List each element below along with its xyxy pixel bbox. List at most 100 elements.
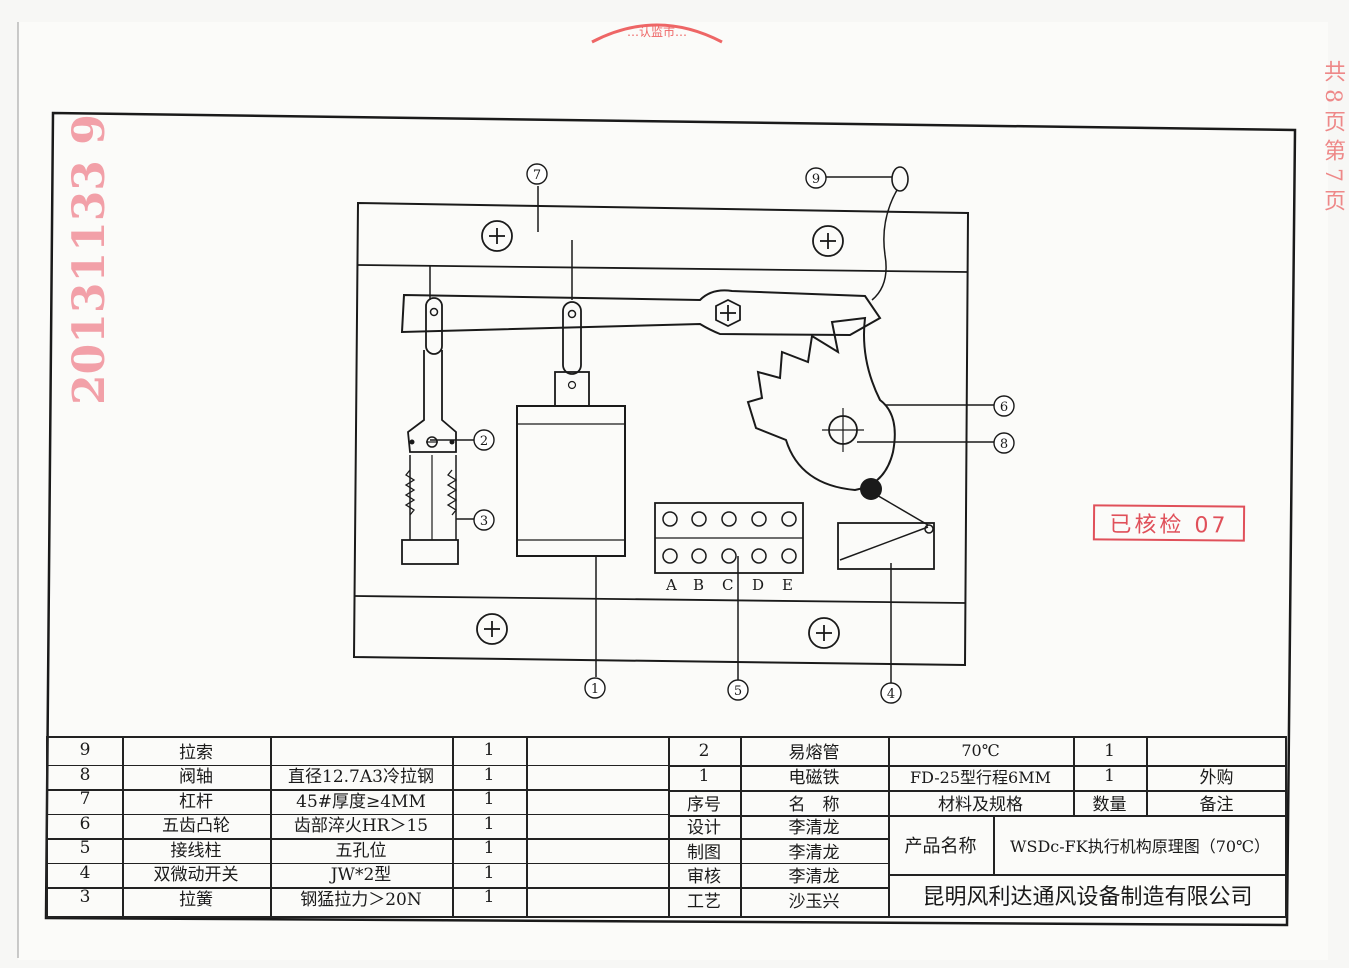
row-divider xyxy=(668,815,1287,817)
col-divider xyxy=(526,738,528,916)
part-spec: JW*2型 xyxy=(330,865,392,885)
part-qty: 1 xyxy=(483,789,495,810)
part-number: 7 xyxy=(79,789,91,810)
row-divider xyxy=(668,790,1287,792)
row-divider xyxy=(48,789,668,791)
part-number: 1 xyxy=(698,765,710,786)
callout-7: 7 xyxy=(526,163,548,185)
part-qty: 1 xyxy=(1104,765,1115,786)
five-tooth-cam-part-6 xyxy=(746,316,896,492)
part-qty: 1 xyxy=(483,764,495,785)
part-spec: 五孔位 xyxy=(335,840,387,861)
row-divider xyxy=(48,887,668,889)
terminal-holes xyxy=(662,511,797,564)
part-spec: 钢猛拉力＞20N xyxy=(300,889,422,910)
col-divider xyxy=(740,738,742,916)
header-qty: 数量 xyxy=(1092,795,1127,815)
top-seal-text: …认监市… xyxy=(627,24,687,39)
product-name-label: 产品名称 xyxy=(904,835,977,857)
part-qty: 1 xyxy=(483,838,495,859)
col-divider xyxy=(888,738,890,916)
callout-1: 1 xyxy=(584,677,606,699)
svg-text:7: 7 xyxy=(533,168,541,183)
part-spec: FD-25型行程6MM xyxy=(910,767,1051,787)
part-name: 易熔管 xyxy=(788,743,840,763)
tension-spring-part-3 xyxy=(446,469,458,516)
part-qty: 1 xyxy=(483,740,495,761)
part-number: 3 xyxy=(79,887,91,908)
pull-cable-handle xyxy=(891,166,909,192)
svg-text:2: 2 xyxy=(480,434,488,449)
screw-hole xyxy=(481,220,513,252)
callout-3: 3 xyxy=(473,509,495,531)
solenoid-part-1 xyxy=(516,405,626,557)
signoff-name: 沙玉兴 xyxy=(788,891,840,912)
drawing-sheet xyxy=(18,22,1328,960)
part-number: 6 xyxy=(79,813,91,834)
screw-hole xyxy=(808,617,840,649)
signoff-label: 制图 xyxy=(687,842,721,863)
svg-text:1: 1 xyxy=(591,682,599,697)
signoff-name: 李清龙 xyxy=(788,818,840,838)
part-name: 双微动开关 xyxy=(153,865,239,885)
terminal-label-a: A xyxy=(665,576,677,594)
part-name: 拉索 xyxy=(179,742,213,763)
lever-part-7 xyxy=(400,289,882,337)
pivot-bolt xyxy=(715,298,741,328)
fusible-link-part-2 xyxy=(407,350,457,453)
mounting-plate xyxy=(352,201,970,667)
callout-2: 2 xyxy=(473,429,495,451)
header-note: 备注 xyxy=(1199,795,1234,815)
header-spec: 材料及规格 xyxy=(938,795,1023,815)
signoff-label: 审核 xyxy=(687,867,721,887)
part-qty: 1 xyxy=(483,862,495,883)
pull-cable-part-9 xyxy=(871,189,898,301)
svg-text:6: 6 xyxy=(1000,400,1008,415)
part-number: 5 xyxy=(79,838,91,859)
svg-text:8: 8 xyxy=(1000,437,1008,452)
screw-hole xyxy=(476,613,508,645)
company-name: 昆明风利达通风设备制造有限公司 xyxy=(922,885,1253,910)
part-spec: 45#厚度≥4MM xyxy=(296,791,426,812)
signoff-label: 设计 xyxy=(687,818,721,838)
part-spec: 直径12.7A3冷拉钢 xyxy=(288,767,434,787)
solenoid-plunger-slot xyxy=(562,301,582,375)
signoff-name: 李清龙 xyxy=(788,867,840,887)
row-divider xyxy=(668,765,1287,767)
row-divider xyxy=(668,887,888,889)
part-qty: 1 xyxy=(483,813,495,834)
row-divider xyxy=(48,764,668,766)
row-divider xyxy=(668,862,888,864)
svg-text:9: 9 xyxy=(812,172,820,187)
col-divider xyxy=(1146,738,1148,815)
part-number: 8 xyxy=(79,764,91,785)
part-spec: 齿部淬火HR＞15 xyxy=(293,816,429,836)
part-qty: 1 xyxy=(483,887,495,908)
plate-top-rail xyxy=(357,264,969,273)
svg-text:3: 3 xyxy=(480,514,488,529)
row-divider xyxy=(888,874,1287,876)
terminal-label-d: D xyxy=(752,576,764,594)
row-divider xyxy=(48,838,668,840)
signoff-name: 李清龙 xyxy=(788,842,840,863)
terminal-label-b: B xyxy=(693,576,704,594)
row-divider xyxy=(48,862,668,864)
part-name: 电磁铁 xyxy=(788,768,840,788)
plate-bottom-rail xyxy=(354,595,967,604)
col-divider xyxy=(452,738,454,916)
col-divider xyxy=(1073,738,1075,815)
top-seal-stamp: …认监市… xyxy=(591,23,723,44)
part-spec xyxy=(270,738,452,763)
checked-stamp: 已核检 07 xyxy=(1092,504,1246,542)
part-number: 4 xyxy=(79,862,91,883)
col-divider xyxy=(993,815,995,874)
callout-4: 4 xyxy=(880,682,902,704)
callout-5: 5 xyxy=(727,679,749,701)
header-name: 名 称 xyxy=(788,795,840,815)
part-note xyxy=(1146,738,1287,763)
part-number: 9 xyxy=(79,740,91,761)
part-name: 五齿凸轮 xyxy=(162,816,230,836)
row-divider xyxy=(48,813,668,815)
